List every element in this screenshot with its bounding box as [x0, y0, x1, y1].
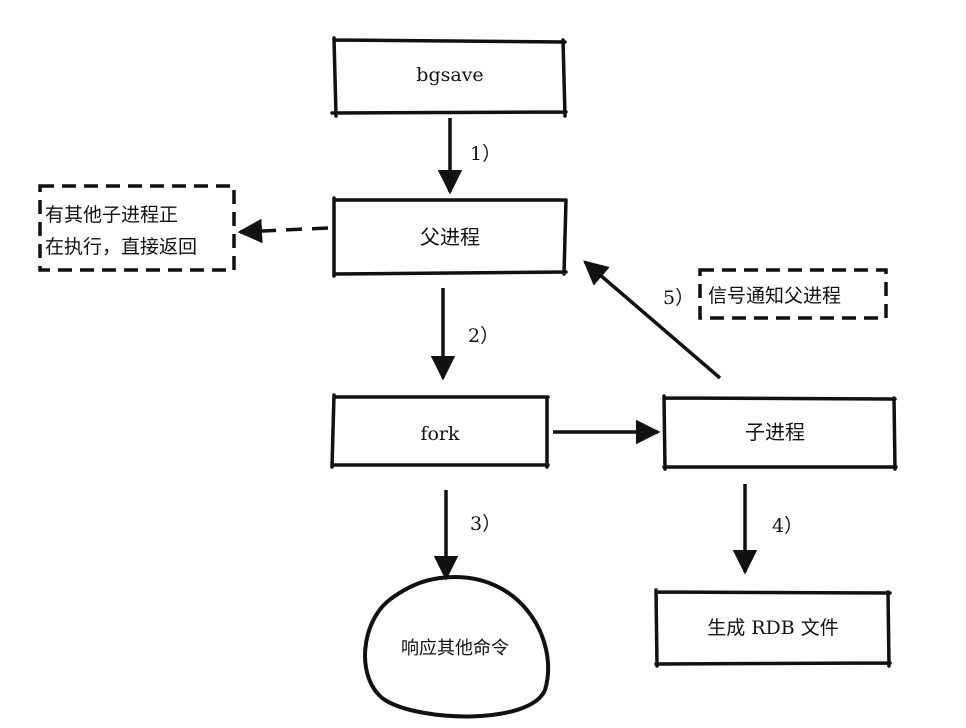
- parent-process-label: 父进程: [420, 225, 480, 249]
- parent-process-node: 父进程: [332, 196, 568, 278]
- notify-label: 信号通知父进程: [708, 285, 841, 307]
- step-2-label: 2）: [468, 325, 499, 347]
- child-process-label: 子进程: [745, 420, 805, 444]
- step-5-arrow: 5）: [583, 260, 722, 380]
- step-2-arrow: 2）: [430, 288, 499, 381]
- rdb-file-node: 生成 RDB 文件: [654, 588, 892, 668]
- step-3-arrow: 3）: [433, 490, 501, 581]
- step-1-label: 1）: [470, 143, 501, 165]
- respond-label: 响应其他命令: [401, 638, 509, 659]
- busy-arrow: [237, 218, 329, 244]
- step-4-arrow: 4）: [732, 484, 803, 575]
- step-4-label: 4）: [772, 515, 803, 537]
- busy-return-node: 有其他子进程正 在执行，直接返回: [38, 184, 236, 272]
- bgsave-node: bgsave: [330, 36, 568, 118]
- step-3-label: 3）: [470, 513, 501, 535]
- step-1-arrow: 1）: [437, 118, 501, 195]
- fork-node: fork: [330, 393, 550, 469]
- respond-commands-node: 响应其他命令: [363, 575, 551, 719]
- step-5-label: 5）: [663, 287, 694, 309]
- busy-line-2: 在执行，直接返回: [45, 236, 197, 258]
- rdb-label: 生成 RDB 文件: [707, 617, 839, 639]
- child-process-node: 子进程: [662, 394, 898, 471]
- notify-parent-node: 信号通知父进程: [698, 268, 888, 320]
- busy-line-1: 有其他子进程正: [45, 204, 178, 226]
- fork-label: fork: [420, 423, 460, 445]
- bgsave-label: bgsave: [416, 64, 483, 86]
